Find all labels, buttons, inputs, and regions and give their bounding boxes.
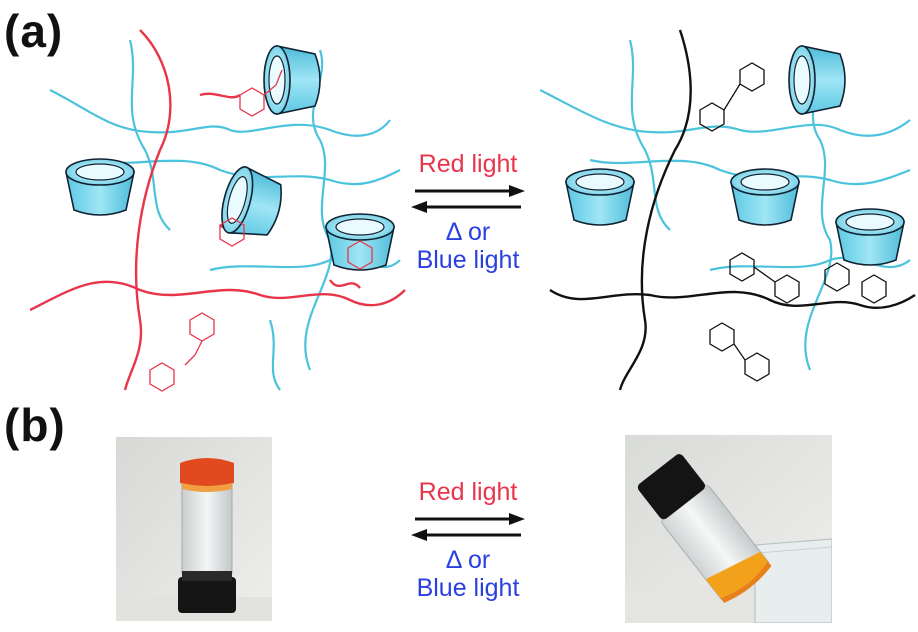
reverse-label-symbol: Δ or	[445, 546, 491, 574]
photo-gel-vial-inverted	[116, 437, 272, 621]
reverse-label-text: Blue light	[416, 574, 520, 602]
vial-icon	[116, 437, 272, 621]
cyclodextrin-cup-icon	[65, 158, 135, 216]
reverse-label-symbol: Δ or	[445, 218, 491, 246]
reversible-arrow-icon	[411, 185, 525, 213]
forward-label: Red light	[418, 150, 518, 178]
reversible-arrow-icon	[411, 513, 525, 541]
vial-icon	[625, 435, 832, 623]
gel-network-right	[540, 29, 916, 391]
gel-network-left	[30, 29, 406, 392]
reverse-label-text: Blue light	[416, 246, 520, 274]
panel-label-b: (b)	[4, 399, 66, 451]
forward-label: Red light	[418, 478, 518, 506]
arrow-block-b: Red light Δ or Blue light	[398, 478, 538, 602]
arrow-block-a: Red light Δ or Blue light	[398, 150, 538, 274]
photo-sol-vial-tilted	[625, 435, 832, 623]
panel-label-a: (a)	[4, 5, 64, 57]
azobenzene-molecule-icon	[699, 62, 887, 382]
